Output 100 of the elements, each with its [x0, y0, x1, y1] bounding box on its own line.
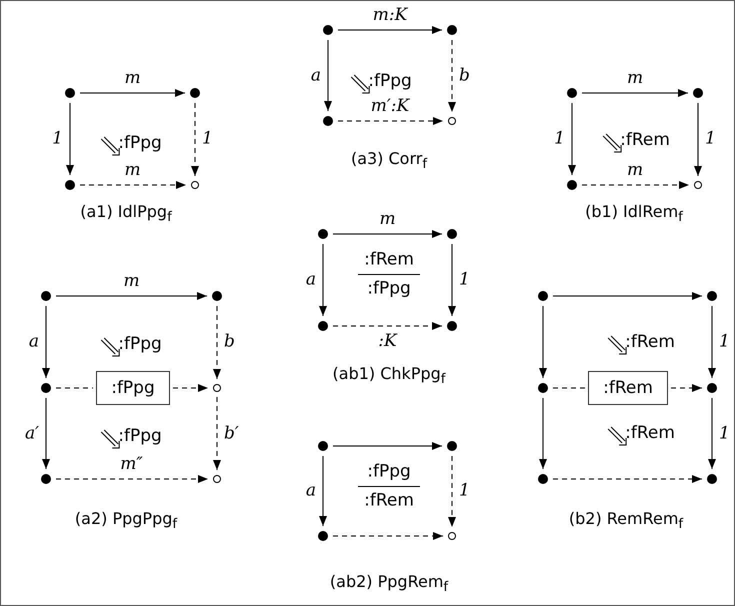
cell-label: :fPpg	[118, 134, 162, 152]
hollow-circle	[448, 117, 456, 125]
arrow	[582, 181, 690, 189]
subfigure-caption: (ab2) PpgRem$_{f}$	[330, 572, 448, 596]
edge-label: m	[124, 162, 141, 179]
edge-label: a	[306, 482, 316, 500]
hollow-circle	[213, 384, 221, 392]
arrow	[66, 102, 74, 176]
arrow	[80, 89, 186, 97]
hollow-circle	[694, 181, 702, 189]
filled-dot	[323, 25, 333, 35]
edge-label: 1	[554, 130, 565, 148]
filled-dot	[538, 291, 548, 301]
filled-dot	[447, 441, 457, 451]
cell-label: :fPpg	[118, 426, 162, 446]
edge-label: m	[626, 70, 644, 87]
arrow	[191, 102, 199, 176]
filled-dot	[212, 291, 222, 301]
edge-label: 1	[202, 130, 213, 148]
edge-label: 1	[459, 272, 470, 288]
arrow	[338, 117, 444, 125]
arrow	[539, 306, 547, 378]
edge-label: 1	[52, 130, 63, 148]
arrow	[332, 442, 442, 450]
filled-dot	[41, 383, 51, 393]
subfigure-caption: (a2) PpgPpg$_{f}$	[74, 508, 178, 534]
edge-label: m	[123, 273, 140, 290]
edge-label: m:K	[372, 7, 408, 24]
cell-label: :fPpg	[368, 72, 412, 90]
filled-dot	[707, 291, 717, 301]
edge-label: a	[28, 334, 39, 350]
filled-dot	[323, 116, 333, 126]
arrow	[42, 306, 50, 378]
arrow	[80, 181, 186, 189]
arrow	[708, 398, 716, 470]
arrow	[670, 384, 702, 392]
hollow-circle	[213, 475, 221, 483]
arrow	[213, 396, 221, 470]
subfigure-caption: (ab1) ChkPpg$_{f}$	[332, 364, 446, 388]
arrow	[568, 102, 576, 176]
subfigure-caption: (a1) IdlPpg$_{f}$	[80, 202, 172, 226]
arrow	[332, 532, 444, 540]
arrow	[338, 26, 442, 34]
filled-dot	[41, 291, 51, 301]
edge-label: b	[459, 67, 470, 84]
arrow	[448, 244, 456, 316]
edge-label: m″	[120, 456, 143, 473]
arrow	[539, 398, 547, 470]
cell-label: :fRem	[620, 130, 670, 150]
filled-dot	[318, 441, 328, 451]
filled-dot	[318, 229, 328, 239]
arrow	[552, 475, 702, 483]
filled-dot	[65, 88, 75, 98]
filled-dot	[318, 531, 328, 541]
subfigure-caption: (b2) RemRem$_{f}$	[568, 508, 684, 534]
filled-dot	[447, 321, 457, 331]
arrow	[694, 102, 702, 176]
arrow	[324, 40, 332, 112]
arrow	[319, 244, 327, 316]
edge-label: 1	[705, 130, 716, 148]
arrow	[448, 40, 456, 112]
fraction-term: :fPpg	[367, 280, 411, 298]
filled-dot	[567, 180, 577, 190]
edge-label: a	[306, 272, 316, 288]
cell-label: :fRem	[625, 424, 675, 442]
edge-label: b′	[224, 425, 239, 442]
arrow	[708, 306, 716, 378]
arrow	[332, 230, 442, 238]
hollow-circle	[191, 181, 199, 189]
edge-label: m	[379, 211, 396, 228]
arrow	[56, 475, 208, 483]
edge-label: a	[310, 67, 321, 84]
edge-label: m	[626, 162, 644, 179]
fraction-term: :fRem	[364, 250, 414, 270]
filled-dot	[447, 25, 457, 35]
filled-dot	[693, 88, 703, 98]
subfigure-caption: (b1) IdlRem$_{f}$	[585, 202, 683, 226]
filled-dot	[318, 321, 328, 331]
filled-dot	[567, 88, 577, 98]
fraction-term: :fRem	[364, 492, 414, 510]
boxed-label: :fPpg	[96, 371, 170, 405]
hollow-circle	[448, 532, 456, 540]
filled-dot	[190, 88, 200, 98]
edge-label: m	[124, 70, 141, 87]
arrow	[56, 292, 208, 300]
subfigure-caption: (a3) Corr$_{f}$	[350, 148, 428, 174]
filled-dot	[707, 383, 717, 393]
arrow	[319, 456, 327, 526]
boxed-label: :fRem	[588, 371, 668, 405]
edge-label: a′	[25, 425, 39, 442]
arrow	[448, 456, 456, 528]
edge-label: 1	[719, 425, 730, 442]
filled-dot	[707, 474, 717, 484]
filled-dot	[447, 229, 457, 239]
edge-label: m′:K	[370, 98, 410, 115]
cell-label: :fRem	[625, 332, 675, 352]
filled-dot	[538, 474, 548, 484]
arrow	[172, 384, 208, 392]
edge-label: 1	[719, 334, 730, 350]
filled-dot	[65, 180, 75, 190]
